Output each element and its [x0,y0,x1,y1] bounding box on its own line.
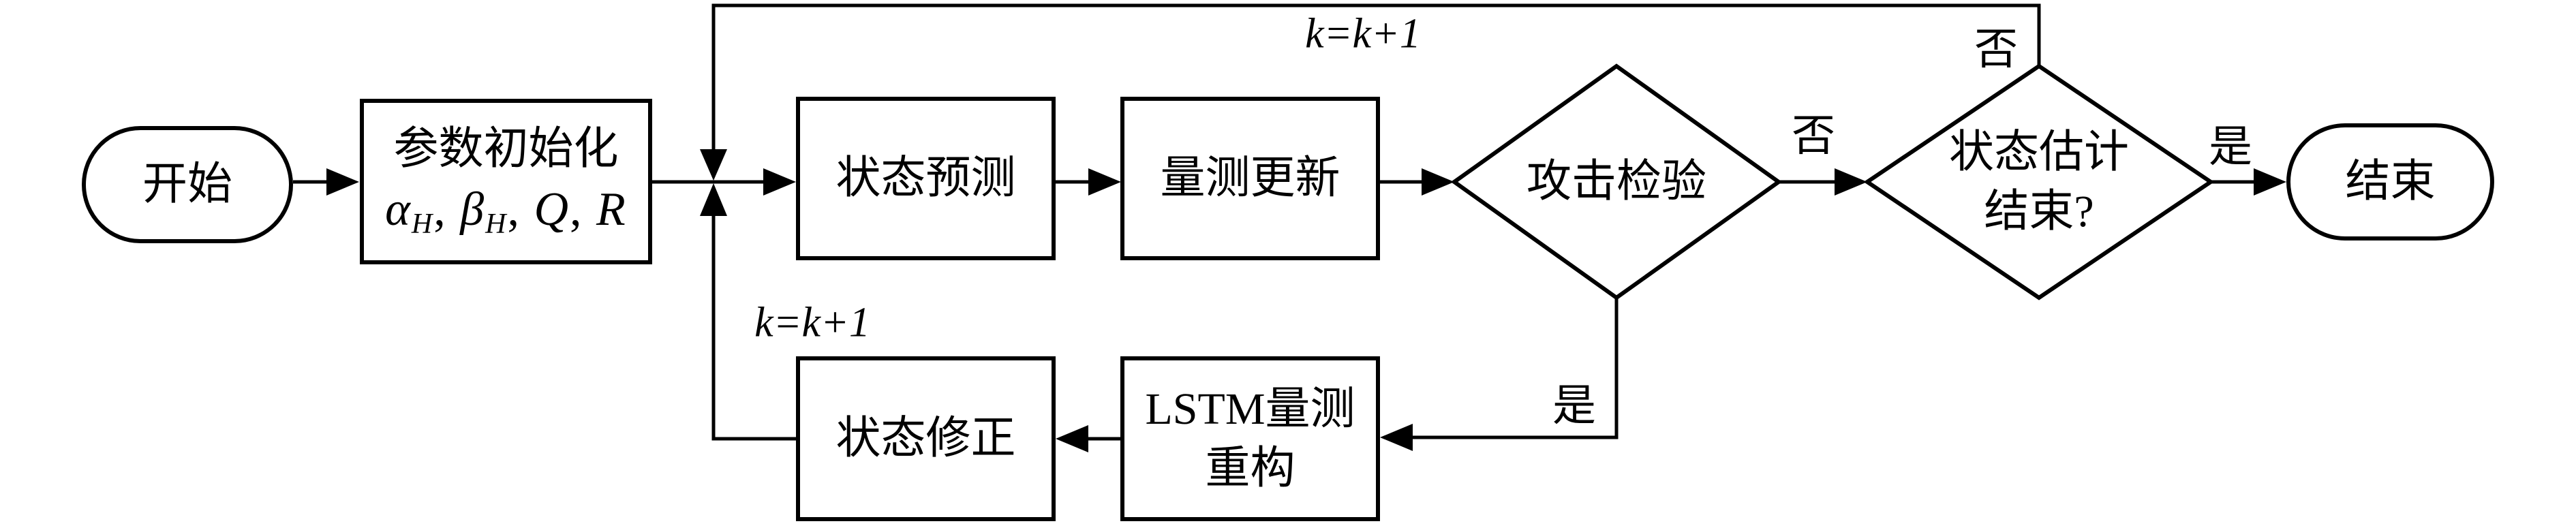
param-comma: , [570,183,597,236]
node-end: 结束 [2286,123,2494,240]
edge-label-yes-right: 是 [2209,123,2252,171]
edge-check-lstm [1411,298,1619,439]
node-state-prediction-label: 状态预测 [835,153,1016,204]
param-alpha-sub: H [411,208,434,240]
edge-label-yes-down: 是 [1552,382,1596,430]
node-lstm-reconstruction: LSTM量测 重构 [1120,356,1380,521]
node-state-correction: 状态修正 [796,356,1056,521]
node-parameter-init-title: 参数初始化 [393,124,619,174]
param-q: Q [534,183,570,236]
arrowhead-loop-down [700,149,727,181]
node-start: 开始 [82,126,293,243]
diamond-estimation-finished [1863,63,2215,300]
node-parameter-init: 参数初始化 αH, βH, Q, R [360,99,652,264]
param-comma: , [433,183,461,236]
edge-label-k-increment-left: k=k+1 [754,299,870,346]
node-lstm-reconstruction-line2: 重构 [1205,444,1295,493]
edge-label-no-top: 否 [1974,25,2018,74]
arrowhead-into-predict [763,168,796,196]
edge-label-k-increment-top: k=k+1 [1305,10,1421,57]
edge-label-no-mid: 否 [1792,112,1835,160]
node-estimation-finished-line2: 结束? [1984,187,2094,236]
node-start-label: 开始 [142,159,232,210]
node-attack-check: 攻击检验 [1454,66,1779,298]
param-comma: , [507,183,534,236]
param-beta-sub: H [485,208,508,240]
param-beta: β [460,183,486,236]
decision-shapes [1450,63,2215,300]
node-state-correction-label: 状态修正 [835,414,1016,464]
arrowhead-loop-up [700,183,727,216]
param-alpha: α [385,183,412,236]
node-measurement-update: 量测更新 [1120,97,1380,260]
edge-correct-loop [711,215,797,441]
diamond-attack-check [1450,63,1783,300]
arrowhead-into-finish [1835,168,1867,196]
arrowhead-into-lstm [1380,424,1413,451]
node-estimation-finished-line1: 状态估计 [1949,127,2129,177]
arrowhead-into-correct [1056,425,1088,452]
node-measurement-update-label: 量测更新 [1160,153,1340,204]
node-parameter-init-params: αH, βH, Q, R [385,178,627,243]
edge-finish-loop-top [711,3,2041,151]
node-estimation-finished: 状态估计 结束? [1867,66,2211,298]
arrowhead-into-end [2254,168,2286,196]
node-attack-check-label: 攻击检验 [1527,157,1706,207]
arrowhead-into-update [1088,168,1121,196]
node-end-label: 结束 [2345,157,2436,207]
arrowheads [326,149,2286,452]
node-state-prediction: 状态预测 [796,97,1056,260]
node-lstm-reconstruction-line1: LSTM量测 [1145,384,1355,434]
edges [293,3,2255,441]
arrowhead-into-init [326,168,359,196]
arrowhead-into-check [1422,168,1454,196]
param-r: R [596,183,627,236]
